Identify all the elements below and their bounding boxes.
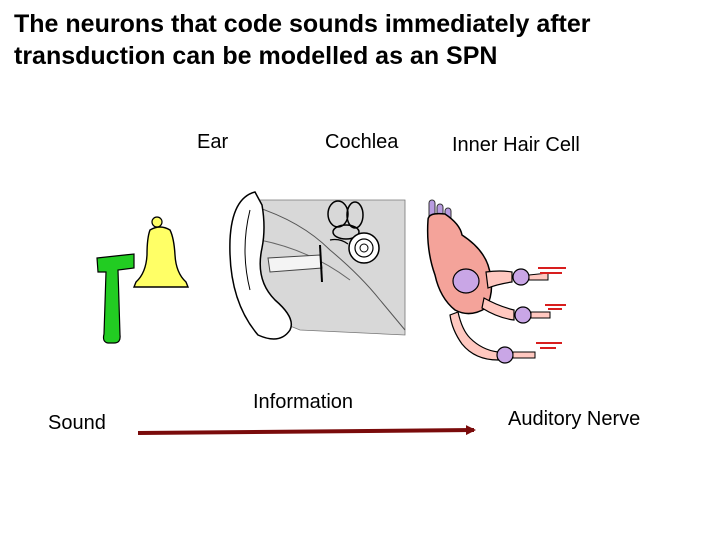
slide-title: The neurons that code sounds immediately…	[14, 8, 704, 72]
hammer-icon	[96, 253, 135, 344]
hair-cell-illustration	[426, 199, 566, 364]
information-arrow	[137, 425, 476, 436]
label-auditory-nerve: Auditory Nerve	[508, 408, 641, 430]
cochlea-icon	[327, 200, 380, 264]
nerve-spikes-icon	[536, 267, 566, 349]
hair-cell-body-icon	[426, 212, 493, 315]
label-cochlea: Cochlea	[325, 131, 399, 153]
nucleus-icon	[452, 268, 480, 294]
bell-top-icon	[151, 216, 163, 228]
label-inner-hair-cell: Inner Hair Cell	[452, 134, 580, 156]
label-sound: Sound	[48, 412, 106, 434]
label-ear: Ear	[197, 131, 229, 153]
ear-illustration	[229, 191, 406, 340]
label-information: Information	[253, 391, 354, 413]
bell-icon	[132, 226, 190, 288]
title-line-1: The neurons that code sounds immediately…	[14, 10, 591, 38]
outer-ear-icon	[229, 191, 293, 340]
bell-illustration	[96, 216, 190, 344]
title-line-2: transduction can be modelled as an SPN	[14, 42, 498, 70]
